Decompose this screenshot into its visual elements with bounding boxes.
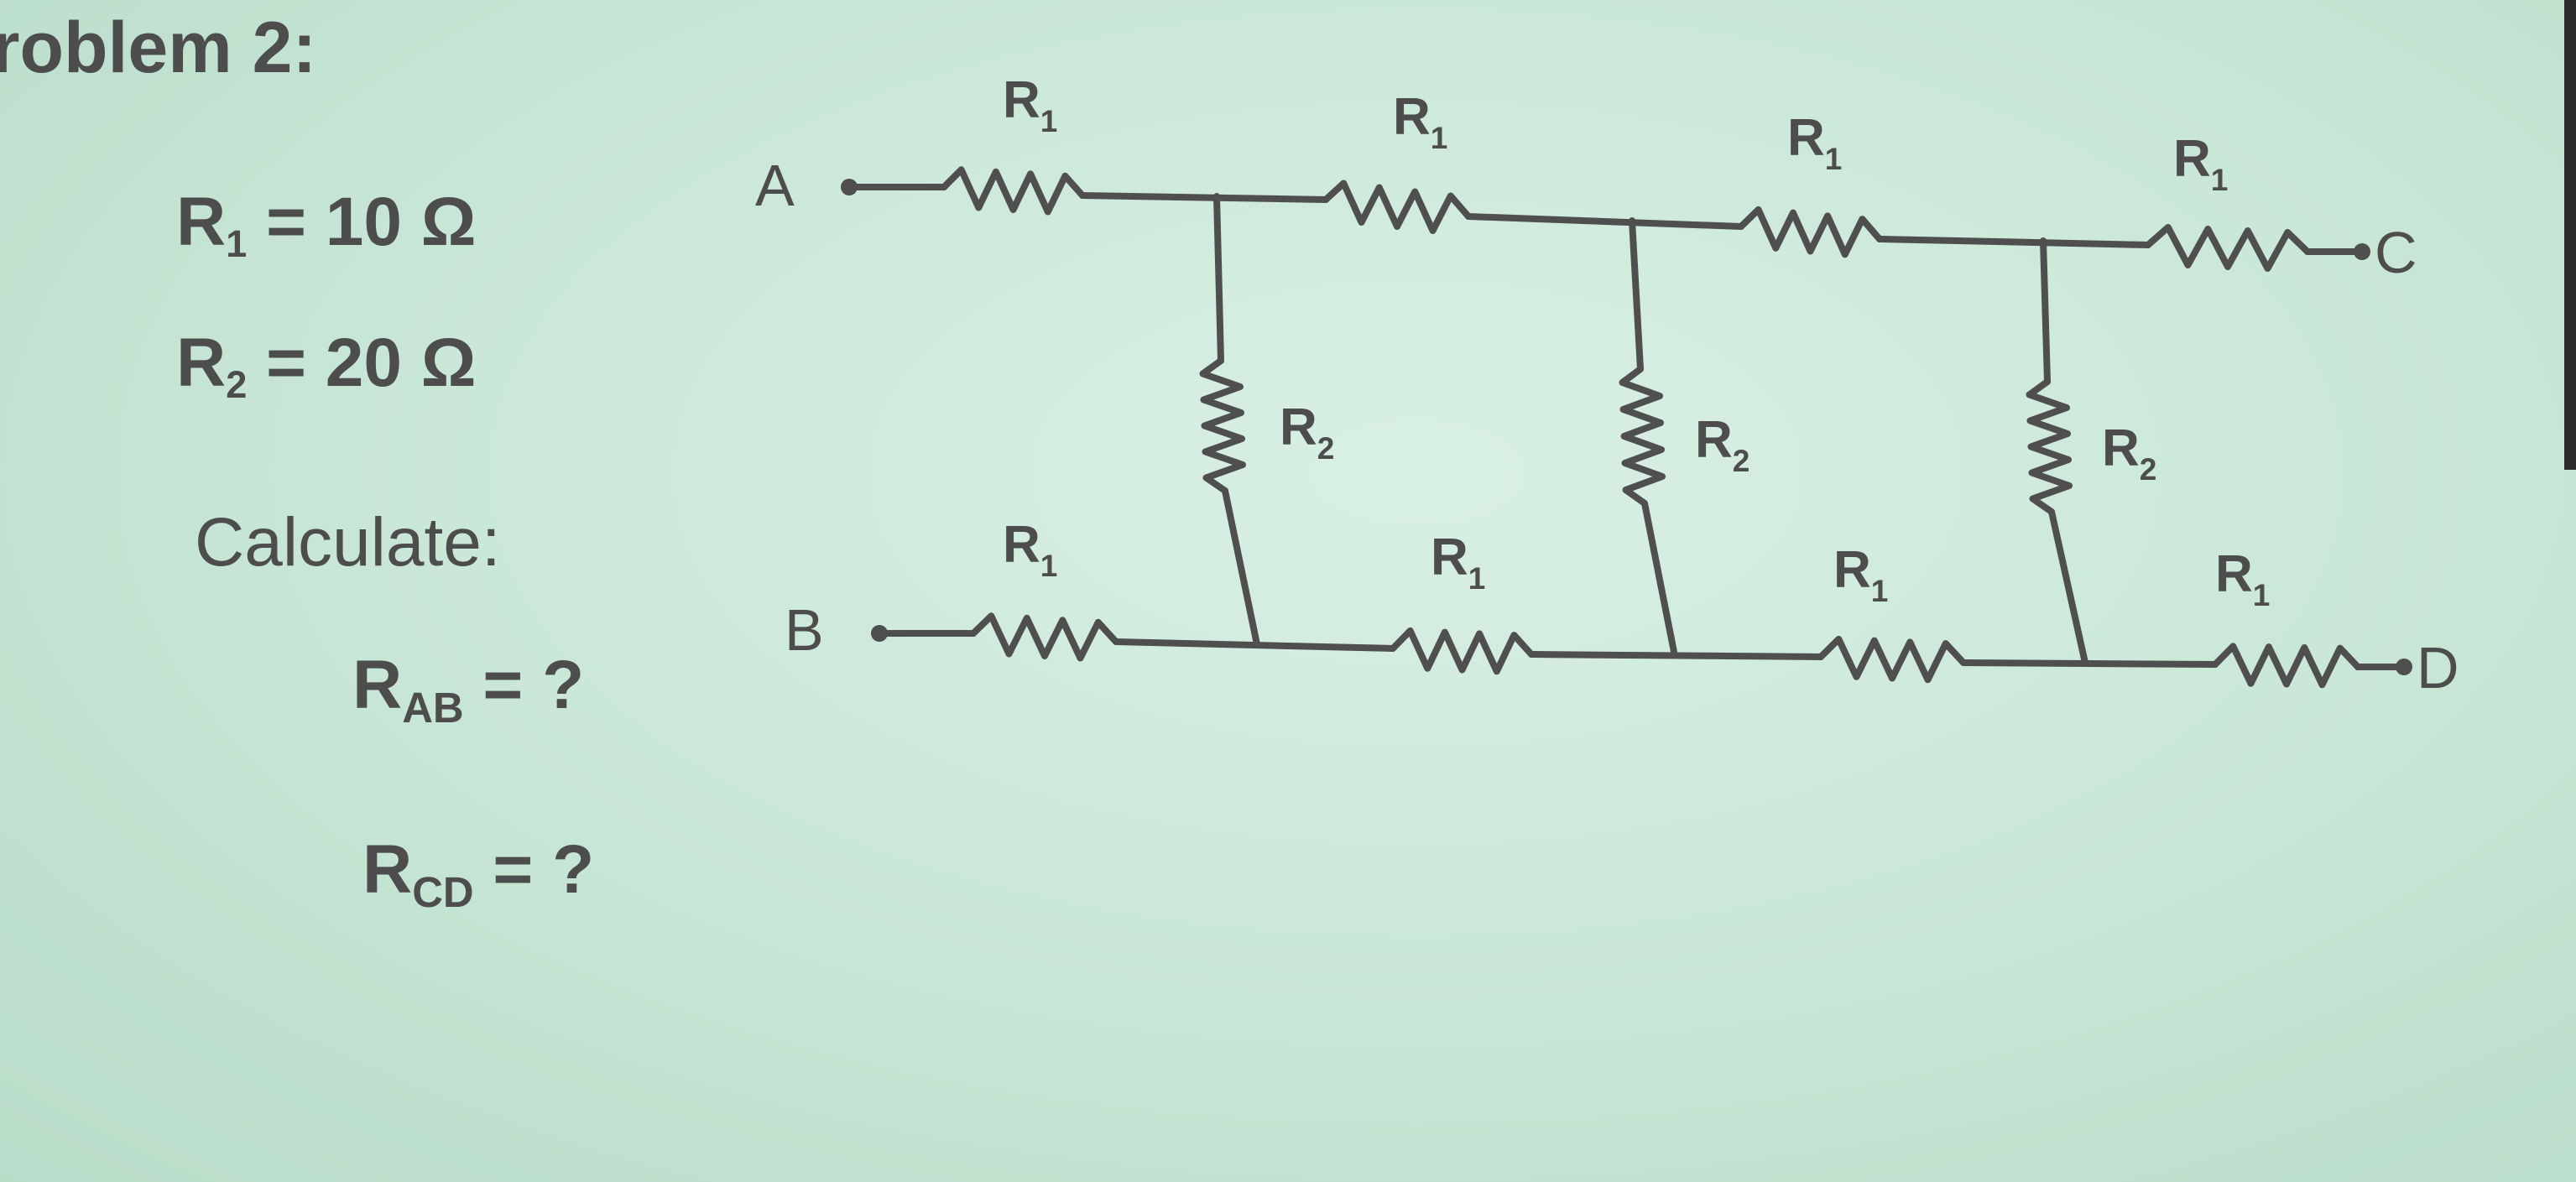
label-r1-bot-1: R1 xyxy=(1003,516,1057,583)
screen-edge xyxy=(2564,0,2576,470)
shunt-wire xyxy=(1222,487,1260,648)
top-r1-2 xyxy=(1322,180,1472,234)
circuit-wires xyxy=(841,166,2412,689)
given-r2: R2 = 20 Ω xyxy=(176,325,477,407)
bottom-r1-4 xyxy=(2212,643,2361,689)
shunt-wire xyxy=(2040,237,2051,385)
given-r1: R1 = 10 Ω xyxy=(176,184,477,266)
label-r1-bot-3: R1 xyxy=(1833,541,1888,608)
label-r2-1: R2 xyxy=(1280,398,1334,466)
shunt-r2-1 xyxy=(1199,357,1246,494)
label-r1-top-1: R1 xyxy=(1003,71,1057,138)
terminal-a-label: A xyxy=(755,153,795,218)
shunt-wire xyxy=(1641,500,1677,655)
bottom-r1-3 xyxy=(1817,635,1967,684)
shunt-wire xyxy=(2048,508,2088,666)
terminal-b-label: B xyxy=(785,597,824,663)
bottom-wire xyxy=(1528,651,1824,660)
label-r1-bot-4: R1 xyxy=(2215,545,2270,612)
label-r1-bot-2: R1 xyxy=(1431,529,1485,596)
bottom-wire xyxy=(1960,659,2219,668)
bottom-r1-1 xyxy=(970,612,1119,662)
calculate-label: Calculate: xyxy=(195,504,501,581)
terminal-d-node xyxy=(2396,659,2412,675)
problem-title: roblem 2: xyxy=(0,8,317,88)
label-r1-top-2: R1 xyxy=(1393,88,1447,155)
top-r1-4 xyxy=(2145,224,2311,272)
label-r2-3: R2 xyxy=(2102,419,2156,487)
ask-rab: RAB = ? xyxy=(352,647,585,732)
terminal-c-node xyxy=(2354,243,2370,260)
shunt-r2-3 xyxy=(2026,378,2073,515)
top-r1-3 xyxy=(1738,206,1883,258)
top-r1-1 xyxy=(941,166,1086,216)
shunt-wire xyxy=(1629,217,1644,372)
top-wire xyxy=(1465,213,1744,230)
terminal-d-label: D xyxy=(2417,635,2459,700)
shunt-wire xyxy=(1213,193,1224,364)
shunt-r2-2 xyxy=(1619,366,1666,507)
terminal-c-label: C xyxy=(2375,220,2417,285)
top-wire xyxy=(1079,192,1329,203)
top-wire xyxy=(1876,236,2151,248)
label-r2-2: R2 xyxy=(1695,411,1749,478)
bottom-r1-2 xyxy=(1390,627,1535,675)
ask-rcd: RCD = ? xyxy=(362,831,595,917)
label-r1-top-3: R1 xyxy=(1787,109,1842,176)
label-r1-top-4: R1 xyxy=(2173,130,2228,197)
